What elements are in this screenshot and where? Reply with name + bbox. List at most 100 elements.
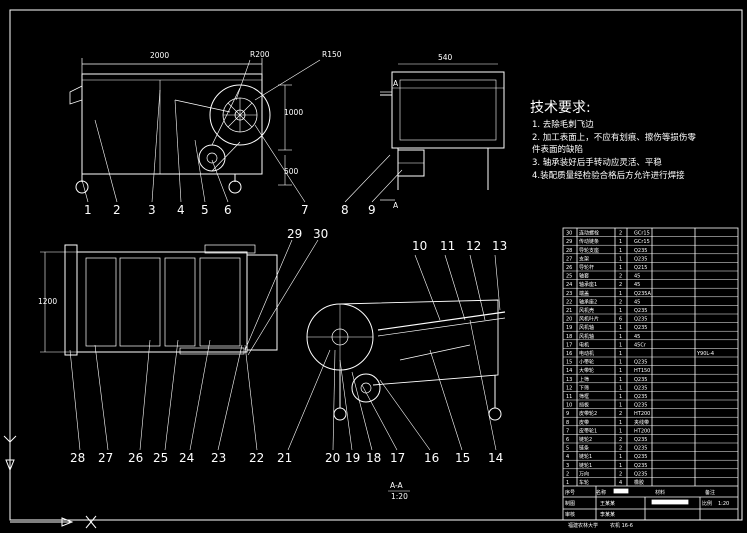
bom-cell: 3 bbox=[566, 463, 569, 469]
tech-line-5: 4.装配质量经检验合格后方允许进行焊接 bbox=[532, 170, 685, 181]
bom-cell: 2 bbox=[619, 411, 622, 417]
bom-cell: 21 bbox=[566, 308, 572, 314]
svg-text:农机 16-6: 农机 16-6 bbox=[610, 522, 633, 529]
bom-cell: Q235 bbox=[634, 454, 647, 460]
bom-cell: 1 bbox=[619, 420, 622, 426]
bom-cell: 9 bbox=[566, 411, 569, 417]
tech-line-2: 2. 加工表面上，不应有划痕、擦伤等损伤零 bbox=[532, 132, 696, 143]
svg-text:王某某: 王某某 bbox=[600, 501, 615, 507]
bom-cell: Q235A bbox=[634, 291, 651, 297]
bom-cell: 链轮1 bbox=[579, 453, 592, 460]
bom-cell: 1 bbox=[619, 428, 622, 434]
svg-text:审核: 审核 bbox=[565, 511, 575, 518]
bom-cell: 45 bbox=[634, 334, 640, 340]
bom-cell: 1 bbox=[619, 385, 622, 391]
bom-cell: 连动螺栓 bbox=[579, 230, 599, 237]
section-marker-bottom: A bbox=[393, 201, 399, 210]
bom-cell: 1 bbox=[619, 403, 622, 409]
svg-text:4: 4 bbox=[177, 203, 185, 217]
bom-cell: 19 bbox=[566, 325, 572, 331]
svg-text:序号: 序号 bbox=[565, 489, 575, 496]
bom-cell: 1 bbox=[619, 308, 622, 314]
bom-cell: 风机叶片 bbox=[579, 316, 599, 323]
bom-cell: 1 bbox=[619, 454, 622, 460]
section-scale: 1:20 bbox=[391, 492, 408, 501]
bom-cell: Q235 bbox=[634, 471, 647, 477]
svg-text:5: 5 bbox=[201, 203, 209, 217]
tech-line-3: 件表面的缺陷 bbox=[532, 144, 583, 155]
bom-cell: 传动链条 bbox=[579, 238, 599, 245]
bom-cell: 万向 bbox=[579, 470, 589, 477]
svg-text:材料: 材料 bbox=[655, 489, 665, 496]
bom-cell: 1 bbox=[619, 265, 622, 271]
bom-cell: 电动机 bbox=[579, 350, 594, 357]
front-view bbox=[69, 58, 321, 194]
bom-cell: 27 bbox=[566, 256, 572, 262]
bom-cell: 16 bbox=[566, 351, 572, 357]
bom-cell: 2 bbox=[619, 446, 622, 452]
bom-cell: 29 bbox=[566, 239, 572, 245]
side-view bbox=[380, 63, 505, 201]
bom-cell: 2 bbox=[619, 282, 622, 288]
bom-cell: 13 bbox=[566, 377, 572, 383]
bom-cell: 23 bbox=[566, 291, 572, 297]
svg-text:13: 13 bbox=[492, 239, 507, 253]
tech-line-4: 3. 轴承装好后手转动应灵活、平稳 bbox=[532, 157, 662, 168]
bom-cell: GCr15 bbox=[634, 239, 650, 245]
tech-title: 技术要求: bbox=[530, 100, 591, 116]
bom-cell: 6 bbox=[566, 437, 569, 443]
bom-cell: 大带轮 bbox=[579, 367, 594, 374]
svg-text:23: 23 bbox=[211, 451, 226, 465]
bom-cell: 5 bbox=[566, 446, 569, 452]
bom-cell: 1 bbox=[619, 291, 622, 297]
bom-cell: HT200 bbox=[634, 411, 650, 417]
section-view bbox=[306, 299, 506, 421]
bom-cell: 橡胶 bbox=[634, 479, 644, 486]
svg-text:28: 28 bbox=[70, 451, 85, 465]
bom-cell: Q235 bbox=[634, 360, 647, 366]
svg-text:26: 26 bbox=[128, 451, 143, 465]
bom-cell: 2 bbox=[619, 274, 622, 280]
bom-cell: 25 bbox=[566, 274, 572, 280]
top-part-numbers: 1 2 3 4 5 6 7 8 9 bbox=[84, 203, 376, 217]
bom-cell: 皮带 bbox=[579, 419, 589, 426]
bom-cell: 1 bbox=[619, 248, 622, 254]
svg-text:25: 25 bbox=[153, 451, 168, 465]
top-leaders bbox=[81, 89, 403, 203]
svg-text:18: 18 bbox=[366, 451, 381, 465]
bom-cell: 1 bbox=[619, 360, 622, 366]
bottom-part-numbers: 28 27 26 25 24 23 22 21 20 19 18 17 16 1… bbox=[70, 451, 503, 465]
bom-cell: 夹线带 bbox=[634, 419, 649, 426]
bom-cell: 11 bbox=[566, 394, 572, 400]
bom-cell: 链轮2 bbox=[579, 436, 592, 443]
dim-side-width: 540 bbox=[438, 53, 453, 62]
bom-cell: 6 bbox=[619, 317, 622, 323]
bom-cell: Q235 bbox=[634, 394, 647, 400]
svg-text:名称: 名称 bbox=[596, 489, 606, 496]
dim-height-1000: 1000 bbox=[284, 108, 303, 117]
dim-plan-width: 1200 bbox=[38, 297, 57, 306]
bom-cell: Q235 bbox=[634, 403, 647, 409]
bom-cell: 15 bbox=[566, 360, 572, 366]
svg-text:制图: 制图 bbox=[565, 500, 575, 507]
bom-cell: 风机轴 bbox=[579, 333, 594, 340]
svg-text:14: 14 bbox=[488, 451, 503, 465]
plan-top-part-numbers: 29 30 bbox=[287, 227, 328, 241]
bom-cell: 筛框 bbox=[579, 393, 589, 400]
bom-cell: 上筛 bbox=[579, 376, 589, 383]
bom-cell: Q235 bbox=[634, 325, 647, 331]
bom-cell: 17 bbox=[566, 342, 572, 348]
bom-cell: 24 bbox=[566, 282, 572, 288]
bom-cell: 2 bbox=[619, 437, 622, 443]
bom-cell: Q235 bbox=[634, 437, 647, 443]
bom-cell: Q235 bbox=[634, 308, 647, 314]
bom-cell: 28 bbox=[566, 248, 572, 254]
bom-cell: 1 bbox=[619, 351, 622, 357]
tech-requirements: 技术要求: 1. 去除毛刺飞边 2. 加工表面上，不应有划痕、擦伤等损伤零 件表… bbox=[530, 100, 696, 181]
bom-cell: 2 bbox=[566, 471, 569, 477]
svg-text:21: 21 bbox=[277, 451, 292, 465]
bom-cell: 1 bbox=[619, 394, 622, 400]
plan-view bbox=[40, 244, 278, 356]
bom-cell: 26 bbox=[566, 265, 572, 271]
